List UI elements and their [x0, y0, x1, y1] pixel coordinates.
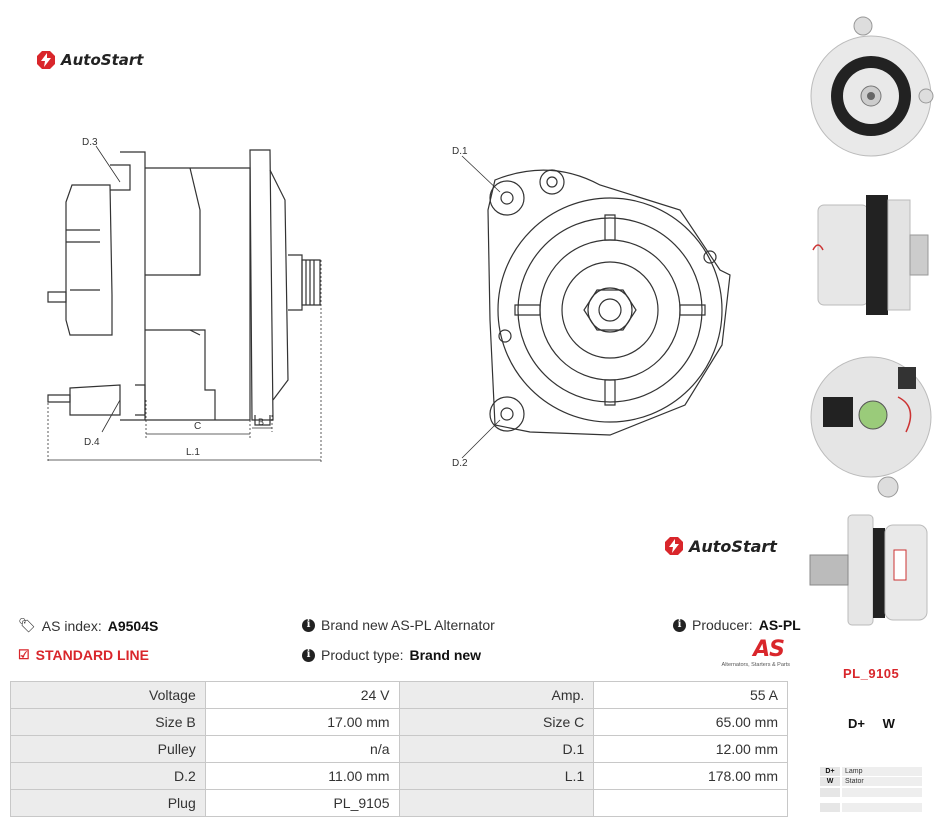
as-pl-tagline: Alternators, Starters & Parts — [721, 662, 790, 668]
alternator-back-photo — [810, 356, 932, 498]
plug-terminals: D+ W — [848, 716, 895, 731]
autostart-logo-icon — [665, 537, 683, 555]
label-d1: D.1 — [452, 146, 468, 157]
as-index-label: AS index: — [41, 617, 102, 634]
spec-label: Pulley — [10, 735, 206, 763]
info-icon: i — [302, 618, 315, 632]
alternator-side-photo — [812, 195, 929, 315]
as-index-value: A9504S — [107, 617, 159, 634]
spec-value: 65.00 mm — [593, 708, 788, 736]
tags-icon: 🏷 — [18, 617, 36, 633]
legend-value: Stator — [842, 777, 922, 786]
producer-label: Producer: — [692, 617, 753, 633]
autostart-logo-secondary: AutoStart — [664, 536, 777, 556]
plug-legend-row — [820, 788, 922, 797]
product-type: i Product type: Brand new — [302, 647, 481, 663]
alternator-rear-photo — [810, 16, 934, 157]
front-view-drawing: D.1 D.2 — [452, 146, 731, 469]
info-icon: i — [673, 618, 686, 632]
product-type-value: Brand new — [409, 647, 482, 663]
spec-label: L.1 — [398, 762, 595, 790]
autostart-logo: AutoStart — [36, 50, 143, 70]
autostart-logo-text: AutoStart — [689, 536, 777, 556]
spec-value: 12.00 mm — [593, 735, 788, 763]
spec-label: D.2 — [10, 762, 206, 790]
info-icon: i — [302, 648, 315, 662]
spec-label: Amp. — [398, 681, 595, 709]
as-pl-logo: AS Alternators, Starters & Parts — [700, 637, 790, 669]
producer-value: AS-PL — [758, 617, 801, 633]
spec-value — [593, 789, 788, 817]
legend-value — [842, 803, 922, 812]
product-description: i Brand new AS-PL Alternator — [302, 617, 495, 633]
plug-legend-row — [820, 803, 922, 812]
standard-line-text: STANDARD LINE — [35, 647, 149, 663]
autostart-logo-text: AutoStart — [61, 51, 144, 69]
spec-value: 17.00 mm — [204, 708, 400, 736]
spec-value: 55 A — [593, 681, 788, 709]
label-d4: D.4 — [84, 437, 100, 448]
standard-line-badge: ☑ STANDARD LINE — [18, 647, 149, 663]
label-d2: D.2 — [452, 458, 468, 469]
legend-value: Lamp — [842, 767, 922, 776]
spec-label: Voltage — [10, 681, 206, 709]
spec-label — [398, 789, 595, 817]
spec-value: n/a — [204, 735, 400, 763]
product-type-label: Product type: — [321, 647, 404, 663]
check-square-icon: ☑ — [18, 647, 30, 662]
producer: i Producer: AS-PL — [673, 617, 801, 633]
legend-key: D+ — [820, 767, 840, 776]
autostart-logo-icon — [37, 51, 55, 69]
plug-legend-row: D+ Lamp — [820, 767, 922, 776]
as-pl-logo-mark: AS — [753, 637, 785, 662]
label-c: C — [194, 421, 201, 432]
spec-value: 11.00 mm — [204, 762, 400, 790]
alternator-pulley-photo — [809, 514, 928, 626]
legend-value — [842, 788, 922, 797]
as-index: 🏷 AS index: A9504S — [18, 617, 158, 634]
label-b: B — [258, 417, 264, 427]
spec-value: PL_9105 — [204, 789, 400, 817]
legend-key — [820, 788, 840, 797]
plug-legend-row: W Stator — [820, 777, 922, 786]
spec-label: Plug — [10, 789, 206, 817]
side-view-drawing: D.3 D.4 C B L.1 — [47, 137, 322, 462]
plug-code: PL_9105 — [843, 666, 900, 681]
label-l1: L.1 — [186, 447, 200, 458]
legend-key: W — [820, 777, 840, 786]
legend-key — [820, 803, 840, 812]
description-text: Brand new AS-PL Alternator — [321, 617, 495, 633]
label-d3: D.3 — [82, 137, 98, 148]
spec-label: Size C — [398, 708, 595, 736]
spec-label: D.1 — [398, 735, 595, 763]
spec-label: Size B — [10, 708, 206, 736]
spec-value: 178.00 mm — [593, 762, 788, 790]
spec-value: 24 V — [204, 681, 400, 709]
